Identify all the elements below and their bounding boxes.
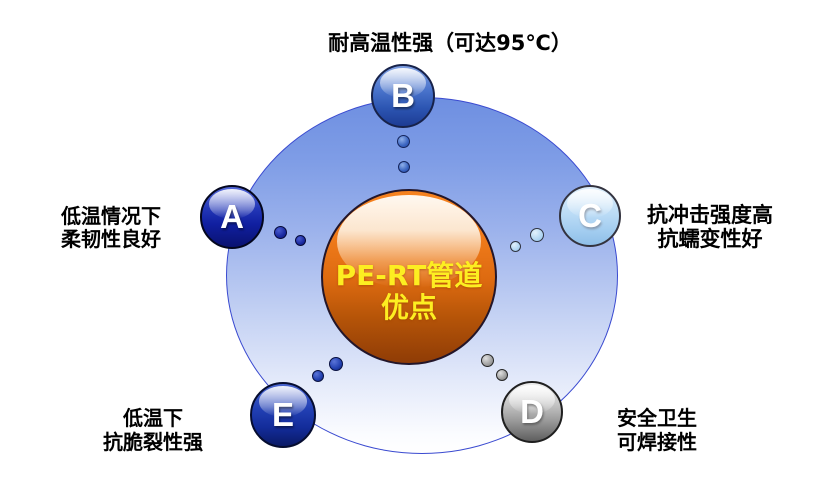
sphere-gloss-highlight [258,386,308,418]
center-title-line2: 优点 [380,291,437,324]
center-sphere: PE-RT管道 优点 [321,189,497,365]
node-b-letter: B [391,77,415,114]
sphere-gloss-highlight [336,195,482,289]
center-title-line1: PE-RT管道 [335,259,483,292]
node-a-sphere: A [200,185,264,249]
node-d-letter: D [520,393,544,430]
node-a-letter: A [220,198,244,235]
connector-dot [295,235,306,246]
node-c-letter: C [578,197,602,234]
node-b-label-line1: 耐高温性强（可达95℃） [328,31,572,55]
node-d-label-line1: 安全卫生 [617,406,697,430]
node-c-label-line2: 抗蠕变性好 [657,227,763,251]
connector-dot [481,354,494,367]
connector-dot [329,357,343,371]
connector-dot [397,135,410,148]
node-b-sphere: B [371,64,435,128]
node-a-label: 低温情况下 柔韧性良好 [28,205,194,251]
node-d-label-line2: 可焊接性 [617,430,697,454]
node-a-label-line1: 低温情况下 [61,204,161,228]
node-e-label: 低温下 抗脆裂性强 [70,406,236,454]
node-b-label: 耐高温性强（可达95℃） [300,32,600,55]
node-d-sphere: D [501,381,563,443]
sphere-gloss-highlight [509,385,555,415]
sphere-gloss-highlight [567,189,613,219]
node-c-sphere: C [559,185,621,247]
node-d-label: 安全卫生 可焊接性 [574,406,740,454]
node-e-label-line1: 低温下 [123,406,183,430]
node-a-label-line2: 柔韧性良好 [61,227,161,251]
connector-dot [398,161,410,173]
sphere-gloss-highlight [379,68,427,99]
node-c-label: 抗冲击强度高 抗蠕变性好 [627,203,793,251]
connector-dot [496,369,508,381]
node-e-letter: E [271,396,294,433]
node-c-label-line1: 抗冲击强度高 [647,203,773,227]
node-e-label-line2: 抗脆裂性强 [103,430,203,454]
center-title: PE-RT管道 优点 [323,191,495,363]
connector-dot [530,228,544,242]
node-e-sphere: E [250,382,316,448]
connector-dot [312,370,324,382]
connector-dot [274,226,287,239]
sphere-gloss-highlight [208,189,256,220]
connector-dot [510,241,521,252]
